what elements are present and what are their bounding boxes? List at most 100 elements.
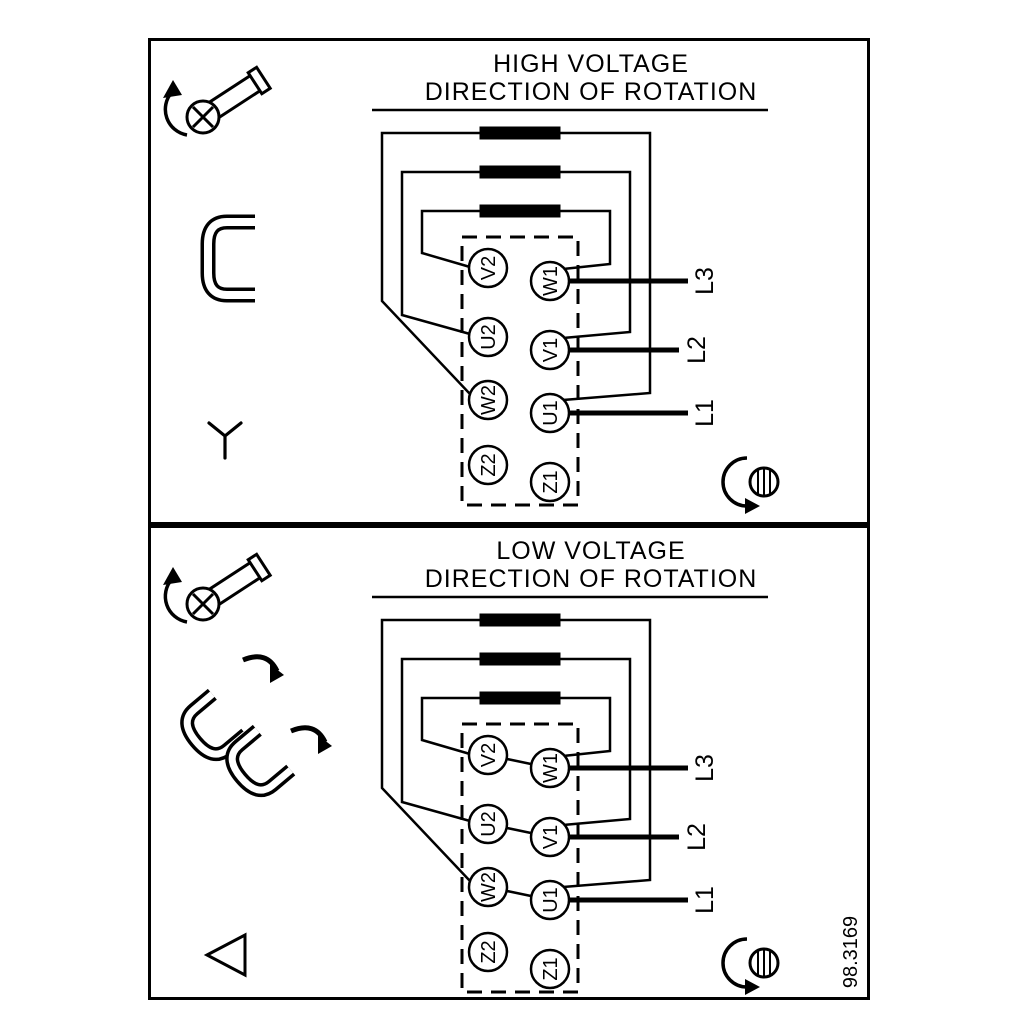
terminal-label: W1 bbox=[540, 753, 562, 783]
terminal-label: V1 bbox=[540, 338, 562, 362]
terminal-circle bbox=[467, 734, 509, 776]
bridge-clip-icon bbox=[200, 214, 255, 303]
terminal-w2: W2 bbox=[467, 379, 509, 421]
bridge-wire-2 bbox=[400, 170, 632, 340]
bridge-wire-2 bbox=[400, 657, 632, 827]
supply-label-L3: L3 bbox=[691, 267, 719, 295]
screw-rotation-arrow bbox=[163, 577, 188, 624]
terminal-circle bbox=[467, 444, 509, 486]
terminal-circle bbox=[467, 379, 509, 421]
terminal-z2: Z2 bbox=[467, 931, 509, 973]
rotation-arc-head bbox=[745, 498, 760, 514]
terminal-z1: Z1 bbox=[529, 948, 571, 990]
jumper-bar-3 bbox=[479, 691, 561, 705]
terminal-label: V1 bbox=[540, 825, 562, 849]
terminal-label: Z2 bbox=[478, 940, 500, 963]
terminal-label: U1 bbox=[540, 400, 562, 426]
bridge-clip-inner bbox=[183, 691, 249, 758]
terminal-v1: V1 bbox=[529, 816, 571, 858]
terminal-v2: V2 bbox=[467, 247, 509, 289]
terminal-circle bbox=[467, 931, 509, 973]
screw-rotation-arrow-head bbox=[163, 80, 182, 98]
high-voltage-diagram: HIGH VOLTAGE DIRECTION OF ROTATION L3 L2… bbox=[163, 50, 780, 514]
rotation-direction-icon bbox=[721, 937, 780, 995]
screw-icon bbox=[163, 65, 273, 137]
terminal-box bbox=[460, 235, 580, 507]
screw-tip bbox=[246, 65, 273, 96]
terminal-u2: U2 bbox=[467, 803, 509, 845]
bridge-clip-outline bbox=[200, 214, 255, 303]
terminal-label: U1 bbox=[540, 887, 562, 913]
terminal-label: W1 bbox=[540, 266, 562, 296]
panel-high-voltage: HIGH VOLTAGE DIRECTION OF ROTATION L3 L2… bbox=[148, 38, 870, 525]
shaft-hatch bbox=[757, 468, 771, 496]
terminal-circle bbox=[467, 866, 509, 908]
jumper-bar-2 bbox=[479, 652, 561, 666]
turn-arrow-1-head bbox=[270, 664, 284, 683]
terminal-z1: Z1 bbox=[529, 461, 571, 503]
panel-title-line2: DIRECTION OF ROTATION bbox=[425, 565, 758, 593]
terminal-label: V2 bbox=[478, 256, 500, 280]
terminal-label: U2 bbox=[478, 811, 500, 837]
delta-terminal-links bbox=[506, 757, 532, 898]
terminal-w1: W1 bbox=[529, 747, 571, 789]
supply-label-L1: L1 bbox=[691, 399, 719, 427]
terminal-label: Z2 bbox=[478, 453, 500, 476]
panel-title-line2: DIRECTION OF ROTATION bbox=[425, 78, 758, 106]
shaft-hatch bbox=[757, 949, 771, 977]
jumper-bar-3 bbox=[479, 204, 561, 218]
terminal-circle bbox=[467, 247, 509, 289]
bridge-wire-3 bbox=[420, 209, 612, 271]
screw-slot bbox=[191, 592, 215, 616]
bridge-clips-diagonal-icon bbox=[180, 654, 332, 798]
bridge-clip-inner bbox=[204, 218, 255, 299]
terminal-box bbox=[460, 722, 580, 994]
supply-label-L2: L2 bbox=[683, 823, 711, 851]
terminal-circle bbox=[529, 392, 571, 434]
supply-label-L2: L2 bbox=[683, 336, 711, 364]
rotation-direction-icon bbox=[721, 456, 780, 514]
terminal-circle bbox=[467, 803, 509, 845]
terminal-circle bbox=[529, 816, 571, 858]
terminal-circle bbox=[529, 948, 571, 990]
turn-arrow-1 bbox=[242, 654, 280, 673]
bridge-clip-2 bbox=[225, 724, 296, 798]
terminal-circle bbox=[529, 329, 571, 371]
turn-arrow-2-head bbox=[318, 735, 332, 754]
terminal-u2: U2 bbox=[467, 316, 509, 358]
figure-number: 98.3169 bbox=[840, 916, 862, 988]
bridge-clip-inner bbox=[228, 727, 294, 794]
bridge-clip-1 bbox=[180, 688, 251, 762]
supply-label-L3: L3 bbox=[691, 754, 719, 782]
terminal-circle bbox=[529, 260, 571, 302]
panel-title-line1: HIGH VOLTAGE bbox=[493, 50, 689, 78]
terminal-label: Z1 bbox=[540, 470, 562, 493]
screw-rotation-arrow-head bbox=[163, 567, 182, 585]
terminal-circle bbox=[529, 461, 571, 503]
rotation-arc-head bbox=[745, 979, 760, 995]
rotation-arc bbox=[721, 937, 748, 989]
terminal-circle bbox=[467, 316, 509, 358]
screw-icon bbox=[163, 552, 273, 624]
terminal-v1: V1 bbox=[529, 329, 571, 371]
terminal-label: W2 bbox=[478, 385, 500, 415]
jumper-bar-2 bbox=[479, 165, 561, 179]
jumper-bar-1 bbox=[479, 126, 561, 140]
bridge-wire-3 bbox=[420, 696, 612, 758]
star-symbol bbox=[207, 421, 243, 460]
rotation-arc bbox=[721, 456, 748, 508]
supply-label-L1: L1 bbox=[691, 886, 719, 914]
terminal-label: W2 bbox=[478, 872, 500, 902]
low-voltage-diagram: LOW VOLTAGE DIRECTION OF ROTATION L3 L2 … bbox=[163, 537, 862, 995]
terminal-w2: W2 bbox=[467, 866, 509, 908]
terminal-label: V2 bbox=[478, 743, 500, 767]
terminal-w1: W1 bbox=[529, 260, 571, 302]
panel-low-voltage: LOW VOLTAGE DIRECTION OF ROTATION L3 L2 … bbox=[148, 525, 870, 1000]
panel-title-line1: LOW VOLTAGE bbox=[496, 537, 685, 565]
terminal-circle bbox=[529, 879, 571, 921]
screw-slot bbox=[191, 105, 215, 129]
terminal-v2: V2 bbox=[467, 734, 509, 776]
terminal-circle bbox=[529, 747, 571, 789]
delta-symbol bbox=[203, 932, 247, 978]
